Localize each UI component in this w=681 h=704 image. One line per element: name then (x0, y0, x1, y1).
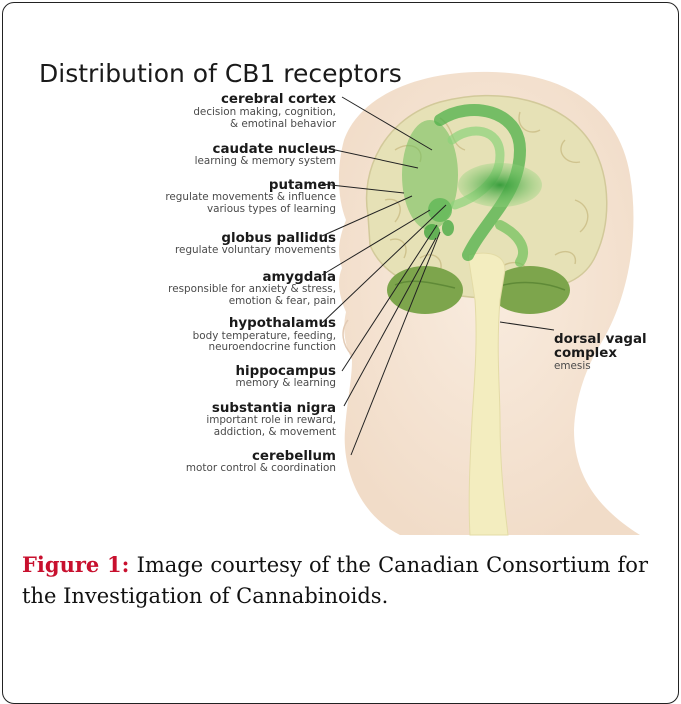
dorsal-vagal-complex-desc: emesis (554, 360, 591, 372)
amygdala-desc-2: emotion & fear, pain (229, 295, 336, 307)
hippocampus-desc-1: memory & learning (235, 377, 336, 389)
cerebellum-desc-1: motor control & coordination (186, 462, 336, 474)
hypothalamus-desc-2: neuroendocrine function (209, 341, 337, 353)
diagram-title: Distribution of CB1 receptors (39, 59, 402, 88)
putamen-desc-2: various types of learning (207, 203, 336, 215)
substantia-nigra-desc-2: addiction, & movement (214, 426, 336, 438)
putamen-desc-1: regulate movements & influence (165, 191, 336, 203)
substantia-nigra-desc-1: important role in reward, (206, 414, 336, 426)
dorsal-vagal-complex-name-1: dorsal vagal (554, 332, 647, 347)
caudate-nucleus-desc-1: learning & memory system (195, 155, 336, 167)
dorsal-vagal-complex-name-2: complex (554, 346, 617, 361)
hypothalamus-name: hypothalamus (229, 316, 336, 331)
cb1-distribution-illustration: Distribution of CB1 receptors cerebral c… (0, 0, 681, 633)
cerebral-cortex-desc-2: & emotinal behavior (230, 118, 337, 130)
globus-pallidus-desc-1: regulate voluntary movements (175, 244, 336, 256)
figure-caption: Figure 1: Image courtesy of the Canadian… (22, 549, 648, 612)
figure-label: Figure 1: (22, 552, 129, 577)
amygdala-desc-1: responsible for anxiety & stress, (168, 283, 336, 295)
cerebral-cortex-name: cerebral cortex (221, 92, 336, 107)
cerebral-cortex-desc-1: decision making, cognition, (193, 106, 336, 118)
